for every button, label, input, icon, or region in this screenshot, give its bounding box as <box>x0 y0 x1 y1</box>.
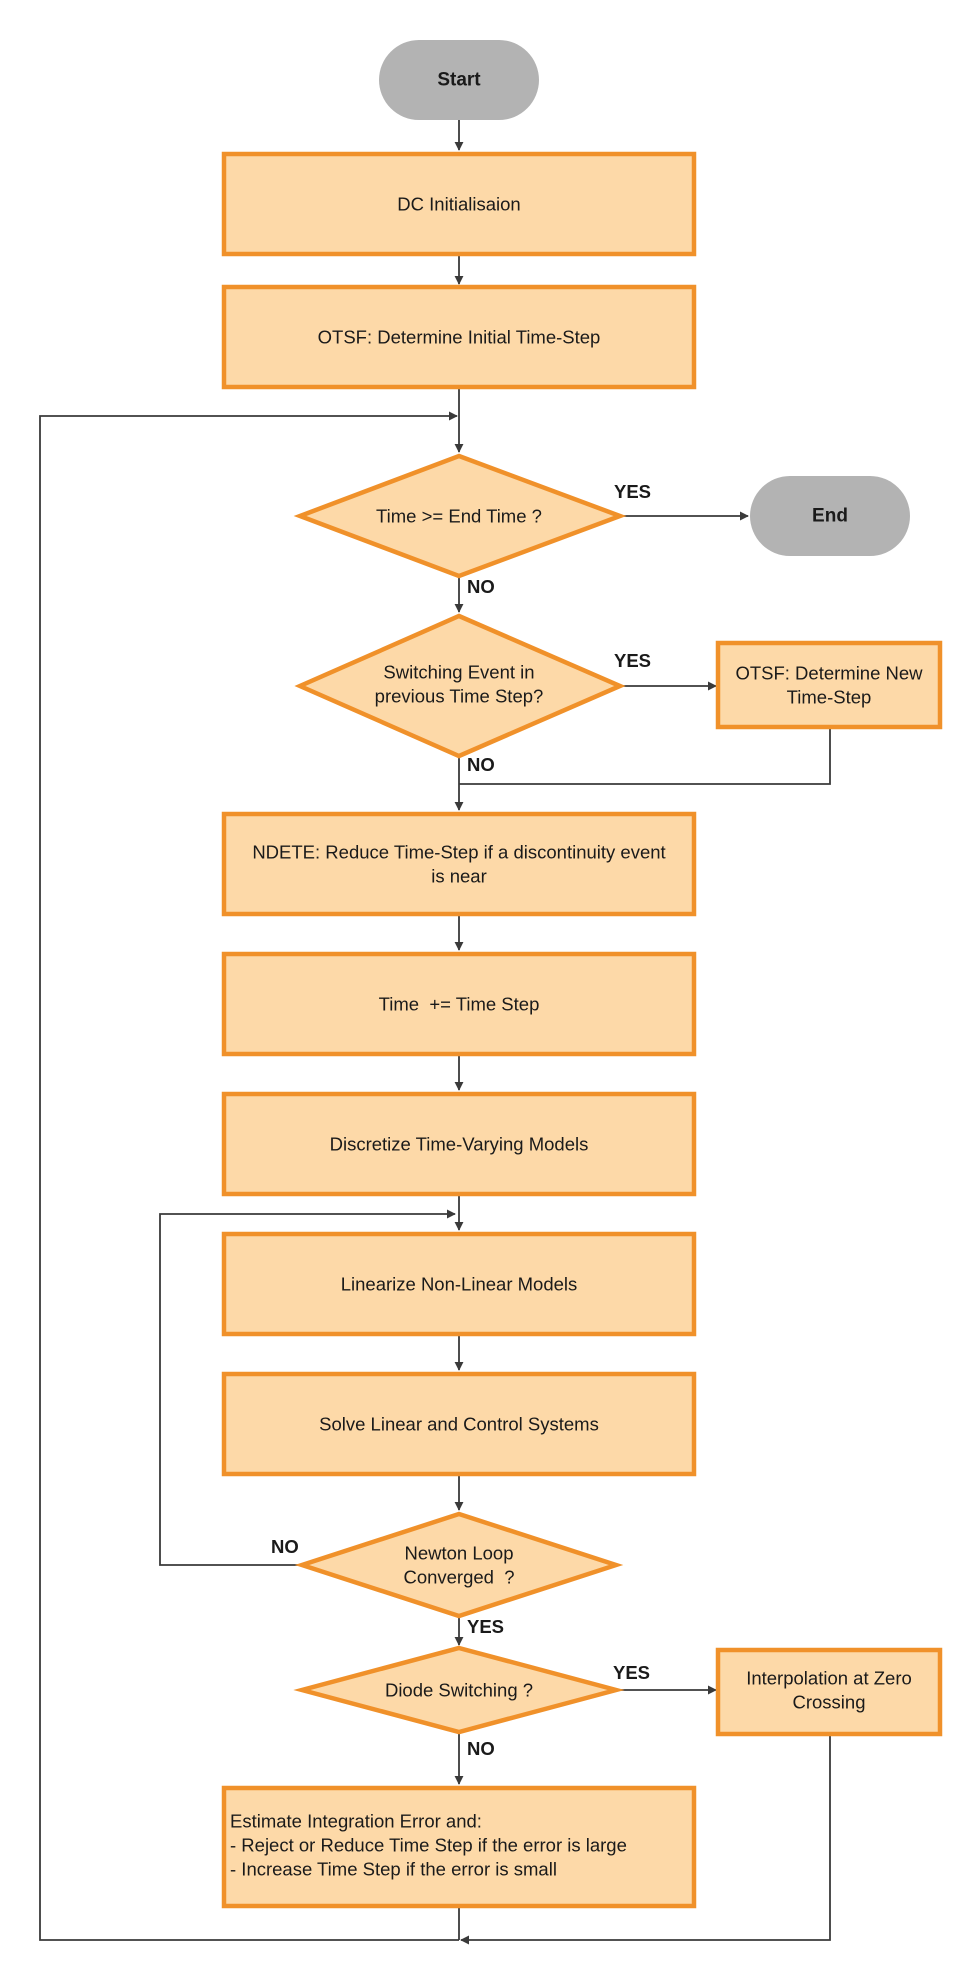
newton-loop-label-line1: Newton Loop <box>404 1543 513 1564</box>
linearize-label: Linearize Non-Linear Models <box>341 1274 578 1295</box>
newton-loop-label-line2: Converged ? <box>403 1567 514 1588</box>
ndete-label-line2: is near <box>431 866 487 887</box>
newton-no-label: NO <box>271 1536 299 1557</box>
newton-loop-decision: Newton Loop Converged ? <box>294 1511 624 1619</box>
interpolation-label-line1: Interpolation at Zero <box>746 1668 912 1689</box>
diode-switching-decision: Diode Switching ? <box>293 1645 625 1735</box>
discretize-label: Discretize Time-Varying Models <box>330 1134 589 1155</box>
estimate-label-line3: - Increase Time Step if the error is sma… <box>230 1859 557 1880</box>
switching-event-decision: Switching Event in previous Time Step? <box>294 613 626 759</box>
estimate-label-line1: Estimate Integration Error and: <box>230 1811 482 1832</box>
edge-interp-merge <box>460 1734 831 1945</box>
edge-otsf-new-merge <box>459 728 831 785</box>
time-increment-box: Time += Time Step <box>221 951 697 1057</box>
switch-no-label: NO <box>467 754 495 775</box>
ndete-box: NDETE: Reduce Time-Step if a discontinui… <box>221 811 697 917</box>
dc-initialisation-box: DC Initialisaion <box>221 151 697 257</box>
interpolation-label-line2: Crossing <box>793 1692 866 1713</box>
otsf-new-box: OTSF: Determine New Time-Step <box>715 640 943 730</box>
newton-yes-label: YES <box>467 1616 504 1637</box>
interpolation-box: Interpolation at Zero Crossing <box>715 1647 943 1737</box>
otsf-initial-box: OTSF: Determine Initial Time-Step <box>221 284 697 390</box>
ndete-label-line1: NDETE: Reduce Time-Step if a discontinui… <box>252 842 665 863</box>
diode-switching-label: Diode Switching ? <box>385 1680 533 1701</box>
time-yes-label: YES <box>614 481 651 502</box>
dc-initialisation-label: DC Initialisaion <box>397 194 520 215</box>
end-label: End <box>812 506 848 527</box>
time-check-decision: Time >= End Time ? <box>293 453 627 579</box>
otsf-new-label-line1: OTSF: Determine New <box>735 663 923 684</box>
edge-newton-no-loop <box>159 1209 456 1566</box>
discretize-box: Discretize Time-Varying Models <box>221 1091 697 1197</box>
end-terminal: End <box>750 476 910 556</box>
time-check-label: Time >= End Time ? <box>376 506 542 527</box>
solve-box: Solve Linear and Control Systems <box>221 1371 697 1477</box>
switch-yes-label: YES <box>614 650 651 671</box>
switching-event-label-line1: Switching Event in <box>383 662 534 683</box>
switching-event-label-line2: previous Time Step? <box>375 686 544 707</box>
time-no-label: NO <box>467 576 495 597</box>
connectors <box>39 120 831 1945</box>
edge-main-loop-back <box>39 411 459 1941</box>
edge-labels: YES NO YES NO NO YES YES NO <box>271 481 651 1759</box>
start-terminal: Start <box>379 40 539 120</box>
solve-label: Solve Linear and Control Systems <box>319 1414 599 1435</box>
diode-no-label: NO <box>467 1738 495 1759</box>
estimate-error-box: Estimate Integration Error and: - Reject… <box>221 1785 697 1909</box>
start-label: Start <box>437 70 481 91</box>
linearize-box: Linearize Non-Linear Models <box>221 1231 697 1337</box>
diode-yes-label: YES <box>613 1662 650 1683</box>
otsf-new-label-line2: Time-Step <box>787 687 872 708</box>
time-increment-label: Time += Time Step <box>379 994 540 1015</box>
estimate-label-line2: - Reject or Reduce Time Step if the erro… <box>230 1835 627 1856</box>
otsf-initial-label: OTSF: Determine Initial Time-Step <box>318 327 601 348</box>
